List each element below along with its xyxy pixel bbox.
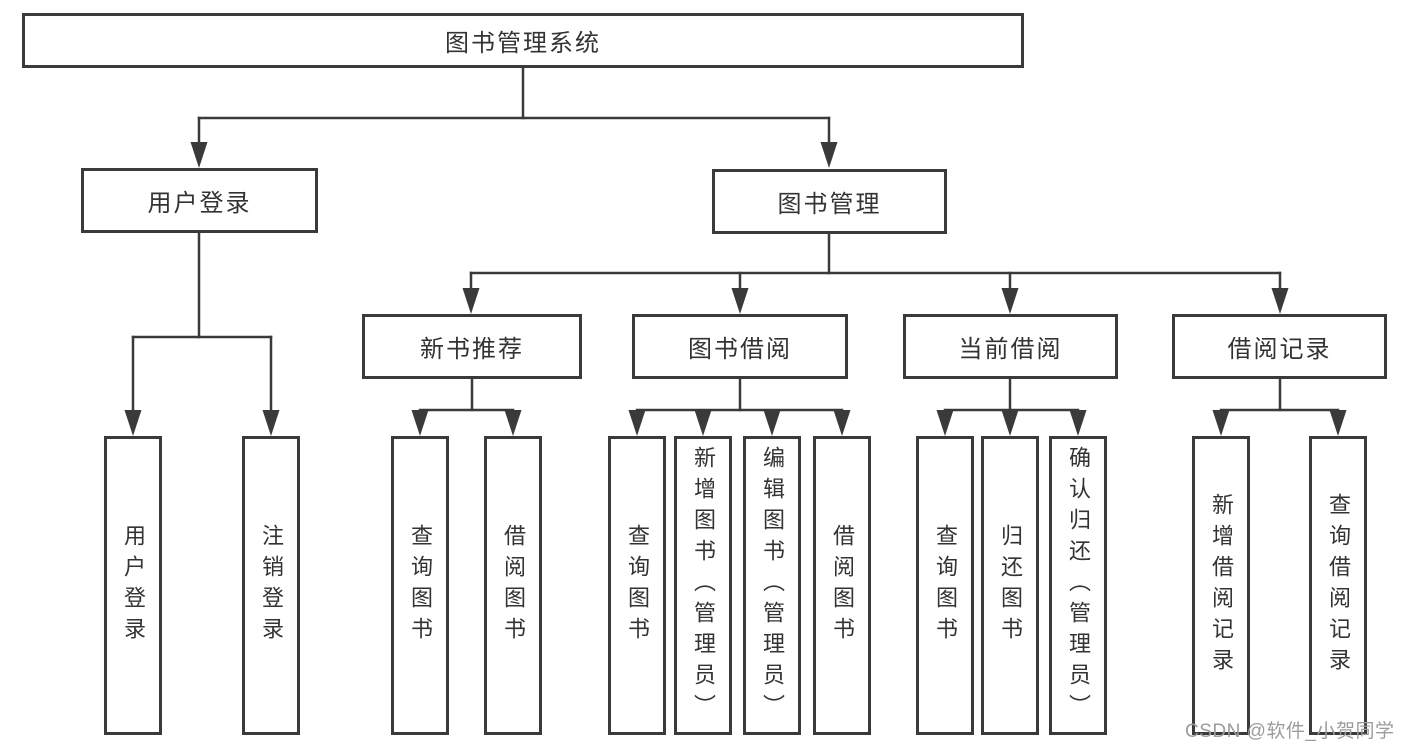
- arrow-down-icon: [1001, 288, 1019, 314]
- leaf-label: 用户登录: [121, 523, 146, 648]
- node-label: 图书管理系统: [445, 30, 601, 57]
- arrow-down-icon: [694, 410, 712, 436]
- arrow-down-icon: [1271, 288, 1289, 314]
- arrow-down-icon: [462, 288, 480, 314]
- node-label: 图书管理: [777, 191, 882, 218]
- arrow-down-icon: [1069, 410, 1087, 436]
- node-label: 图书借阅: [688, 336, 792, 363]
- node-current-borrow: 当前借阅: [903, 314, 1118, 379]
- leaf-label: 查询图书: [408, 523, 433, 648]
- connector-book-borrow-leaves: [628, 377, 851, 436]
- leaf-label: 查询图书: [933, 523, 958, 648]
- leaf-query-borrow-record: 查询借阅记录: [1309, 436, 1367, 735]
- arrow-down-icon: [504, 410, 522, 436]
- arrow-down-icon: [731, 288, 749, 314]
- leaf-return-books: 归还图书: [981, 436, 1039, 735]
- leaf-confirm-return-admin: 确认归还（管理员）: [1049, 436, 1107, 735]
- node-borrow-records: 借阅记录: [1172, 314, 1387, 379]
- leaf-query-books-current: 查询图书: [916, 436, 974, 735]
- connector-user-login-branch: [124, 231, 280, 436]
- leaf-label: 查询图书: [625, 523, 650, 648]
- node-book-borrow: 图书借阅: [632, 314, 848, 379]
- leaf-label: 新增借阅记录: [1209, 492, 1234, 679]
- arrow-down-icon: [833, 410, 851, 436]
- leaf-borrow-books: 借阅图书: [813, 436, 871, 735]
- leaf-label: 归还图书: [998, 523, 1023, 648]
- leaf-query-books-recommend: 查询图书: [391, 436, 449, 735]
- connector-current-borrow-leaves: [936, 377, 1087, 436]
- arrow-down-icon: [628, 410, 646, 436]
- leaf-add-borrow-record: 新增借阅记录: [1192, 436, 1250, 735]
- csdn-watermark: CSDN @软件_小贺同学: [1185, 721, 1395, 742]
- node-label: 新书推荐: [420, 336, 524, 363]
- arrow-down-icon: [936, 410, 954, 436]
- node-label: 用户登录: [147, 190, 252, 217]
- node-book-management: 图书管理: [712, 169, 947, 234]
- node-user-login: 用户登录: [81, 168, 318, 233]
- node-label: 当前借阅: [958, 336, 1063, 363]
- arrow-down-icon: [1329, 410, 1347, 436]
- leaf-label: 注销登录: [259, 523, 284, 648]
- leaf-label: 新增图书（管理员）: [691, 446, 716, 725]
- arrow-down-icon: [1001, 410, 1019, 436]
- node-new-book-recommend: 新书推荐: [362, 314, 582, 379]
- leaf-label: 编辑图书（管理员）: [760, 446, 785, 725]
- leaf-label: 借阅图书: [501, 523, 526, 648]
- connector-borrow-records-leaves: [1212, 377, 1347, 436]
- arrow-down-icon: [262, 410, 280, 436]
- node-label: 借阅记录: [1227, 336, 1332, 363]
- leaf-edit-books-admin: 编辑图书（管理员）: [743, 436, 801, 735]
- node-library-management-system: 图书管理系统: [22, 13, 1024, 68]
- leaf-user-login: 用户登录: [104, 436, 162, 735]
- leaf-query-books-borrow: 查询图书: [608, 436, 666, 735]
- arrow-down-icon: [1212, 410, 1230, 436]
- leaf-label: 确认归还（管理员）: [1066, 446, 1091, 725]
- leaf-borrow-books-recommend: 借阅图书: [484, 436, 542, 735]
- connector-root-to-level2: [190, 66, 838, 168]
- arrow-down-icon: [411, 410, 429, 436]
- arrow-down-icon: [190, 142, 208, 168]
- leaf-label: 查询借阅记录: [1326, 492, 1351, 679]
- connector-book-management-branch: [462, 232, 1289, 314]
- connector-new-book-recommend-leaves: [411, 377, 522, 436]
- arrow-down-icon: [124, 410, 142, 436]
- arrow-down-icon: [763, 410, 781, 436]
- leaf-add-books-admin: 新增图书（管理员）: [674, 436, 732, 735]
- leaf-logout: 注销登录: [242, 436, 300, 735]
- leaf-label: 借阅图书: [830, 523, 855, 648]
- arrow-down-icon: [820, 142, 838, 168]
